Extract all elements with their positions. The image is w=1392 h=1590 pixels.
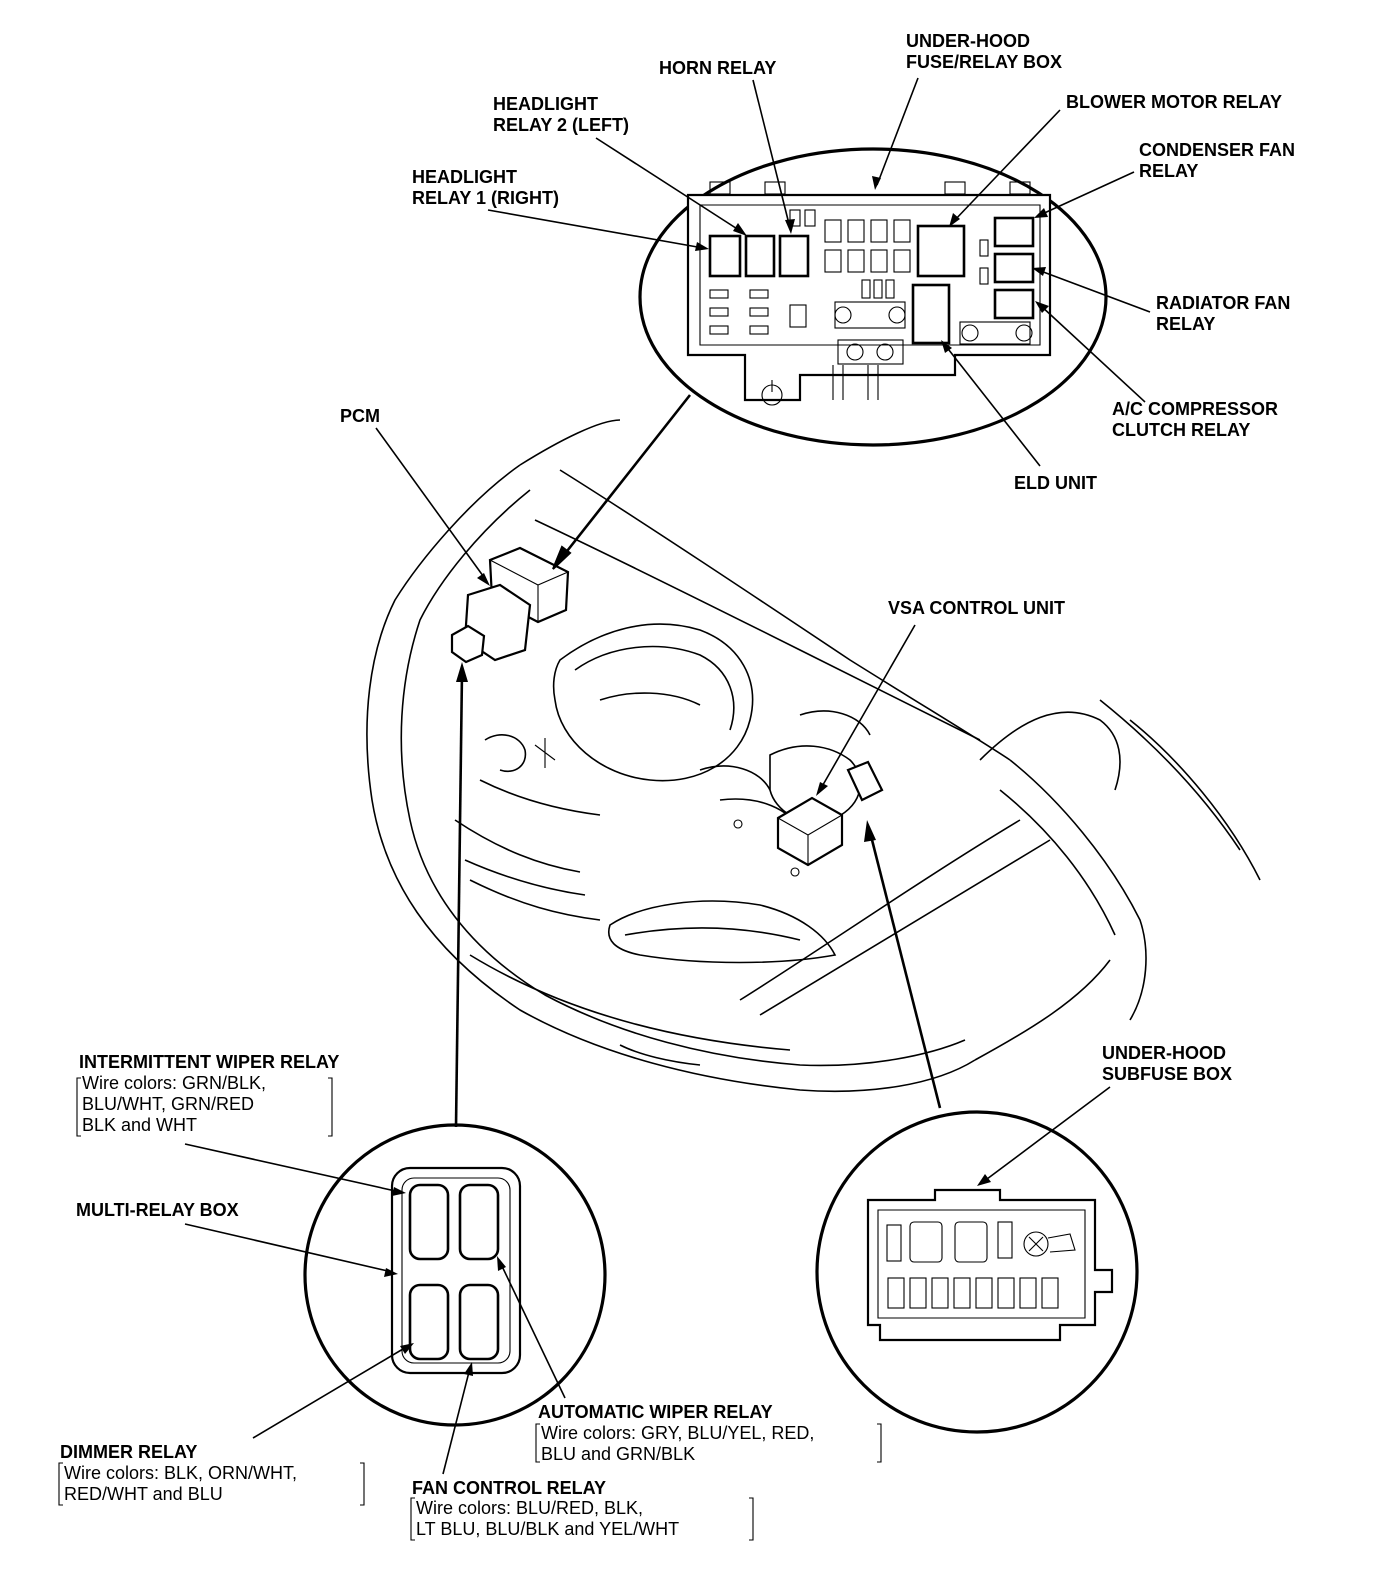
label-subfuse-box-line2: SUBFUSE BOX	[1102, 1064, 1232, 1084]
label-fan-control-wires-1: Wire colors: BLU/RED, BLK,	[416, 1498, 643, 1518]
label-fan-control-relay: FAN CONTROL RELAY	[412, 1478, 606, 1498]
label-multi-relay-box: MULTI-RELAY BOX	[76, 1200, 239, 1220]
eld-unit-shape	[911, 283, 951, 345]
blower-motor-relay-shape	[916, 224, 966, 278]
label-intermittent-wiper-wires-3: BLK and WHT	[82, 1115, 197, 1135]
label-subfuse-box-line1: UNDER-HOOD	[1102, 1043, 1226, 1063]
label-headlight-relay-2-line2: RELAY 2 (LEFT)	[493, 115, 629, 135]
dimmer-relay-shape	[408, 1283, 450, 1361]
label-radiator-fan-relay-line2: RELAY	[1156, 314, 1215, 334]
label-intermittent-wiper-wires-1: Wire colors: GRN/BLK,	[82, 1073, 266, 1093]
automatic-wiper-relay-shape	[458, 1183, 500, 1261]
label-intermittent-wiper-relay: INTERMITTENT WIPER RELAY	[79, 1052, 339, 1072]
under-hood-fuse-box-detail	[638, 147, 1108, 447]
headlight-relay-2-shape	[744, 234, 776, 278]
label-ac-compressor-line2: CLUTCH RELAY	[1112, 420, 1250, 440]
label-headlight-relay-2-line1: HEADLIGHT	[493, 94, 598, 114]
label-dimmer-wires-2: RED/WHT and BLU	[64, 1484, 223, 1504]
label-dimmer-wires-1: Wire colors: BLK, ORN/WHT,	[64, 1463, 297, 1483]
label-under-hood-fuse-box-line1: UNDER-HOOD	[906, 31, 1030, 51]
intermittent-wiper-relay-shape	[408, 1183, 450, 1261]
label-condenser-fan-relay-line1: CONDENSER FAN	[1139, 140, 1295, 160]
label-blower-motor-relay: BLOWER MOTOR RELAY	[1066, 92, 1282, 112]
subfuse-box-detail	[815, 1110, 1139, 1434]
label-fan-control-wires-2: LT BLU, BLU/BLK and YEL/WHT	[416, 1519, 679, 1539]
labels: UNDER-HOOD FUSE/RELAY BOX HORN RELAY HEA…	[60, 31, 1295, 1539]
leader-lines	[184, 77, 1151, 1475]
label-condenser-fan-relay-line2: RELAY	[1139, 161, 1198, 181]
label-horn-relay: HORN RELAY	[659, 58, 776, 78]
radiator-fan-relay-shape	[993, 252, 1035, 284]
label-headlight-relay-1-line2: RELAY 1 (RIGHT)	[412, 188, 559, 208]
label-headlight-relay-1-line1: HEADLIGHT	[412, 167, 517, 187]
label-radiator-fan-relay-line1: RADIATOR FAN	[1156, 293, 1290, 313]
fan-control-relay-shape	[458, 1283, 500, 1361]
label-automatic-wiper-wires-2: BLU and GRN/BLK	[541, 1444, 695, 1464]
label-vsa-control-unit: VSA CONTROL UNIT	[888, 598, 1065, 618]
car-illustration	[366, 419, 1261, 1093]
label-ac-compressor-line1: A/C COMPRESSOR	[1112, 399, 1278, 419]
label-intermittent-wiper-wires-2: BLU/WHT, GRN/RED	[82, 1094, 254, 1114]
ac-compressor-relay-shape	[993, 288, 1035, 320]
label-automatic-wiper-wires-1: Wire colors: GRY, BLU/YEL, RED,	[541, 1423, 814, 1443]
connecting-arrows	[454, 394, 942, 1128]
label-automatic-wiper-relay: AUTOMATIC WIPER RELAY	[538, 1402, 773, 1422]
headlight-relay-1-shape	[708, 234, 742, 278]
multi-relay-box-detail	[303, 1123, 607, 1427]
brackets	[58, 1077, 882, 1541]
label-dimmer-relay: DIMMER RELAY	[60, 1442, 197, 1462]
label-pcm: PCM	[340, 406, 380, 426]
condenser-fan-relay-shape	[993, 216, 1035, 248]
label-under-hood-fuse-box-line2: FUSE/RELAY BOX	[906, 52, 1062, 72]
label-eld-unit: ELD UNIT	[1014, 473, 1097, 493]
horn-relay-shape	[778, 234, 810, 278]
